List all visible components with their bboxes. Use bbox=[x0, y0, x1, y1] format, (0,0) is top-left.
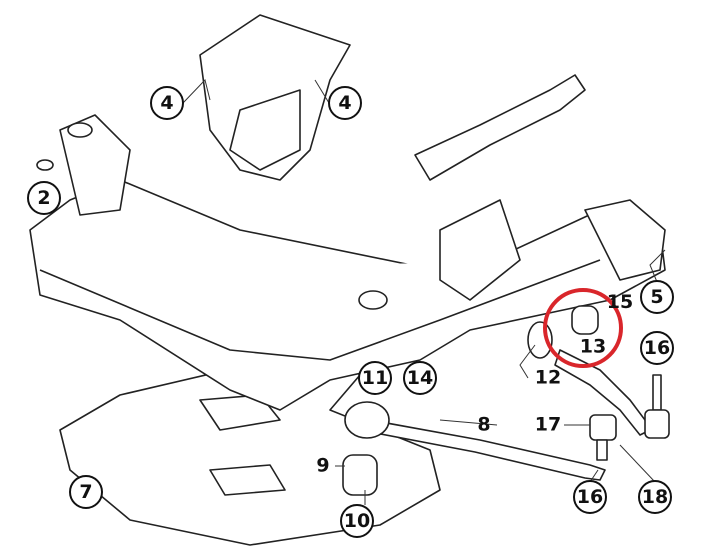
callout-18: 18 bbox=[638, 480, 672, 514]
callout-11: 11 bbox=[358, 361, 392, 395]
label-13: 13 bbox=[579, 335, 607, 358]
label-17: 17 bbox=[534, 413, 562, 436]
callout-14: 14 bbox=[403, 361, 437, 395]
label-8: 8 bbox=[477, 413, 491, 436]
callout-5: 5 bbox=[640, 280, 674, 314]
callout-7: 7 bbox=[69, 475, 103, 509]
highlight-circle bbox=[543, 288, 623, 368]
control-arm bbox=[369, 419, 606, 481]
callout-15: 15 bbox=[606, 290, 634, 313]
callout-16-top: 16 bbox=[640, 331, 674, 365]
heat-shield bbox=[414, 74, 586, 181]
callout-16-bottom: 16 bbox=[573, 480, 607, 514]
callout-2: 2 bbox=[27, 181, 61, 215]
callout-4-left: 4 bbox=[150, 86, 184, 120]
callout-10: 10 bbox=[340, 504, 374, 538]
label-12: 12 bbox=[534, 366, 562, 389]
callout-4-right: 4 bbox=[328, 86, 362, 120]
label-9: 9 bbox=[316, 454, 330, 477]
